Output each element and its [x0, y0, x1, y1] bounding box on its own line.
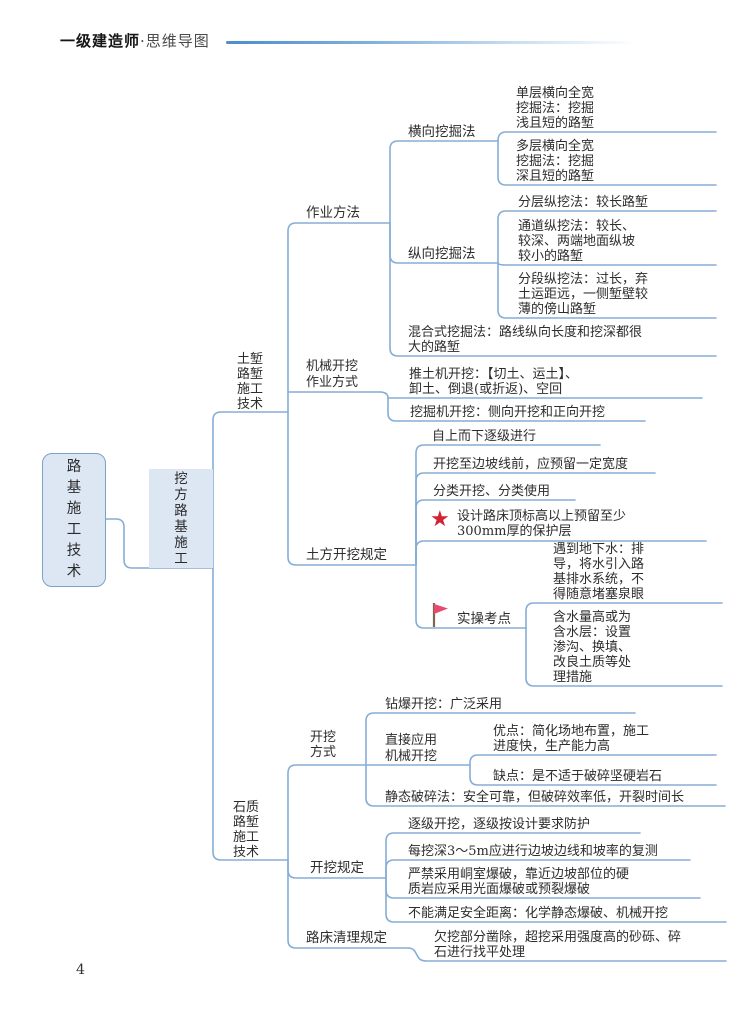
node-bulldozer-excavation: 推土机开挖：【切土、运土】、 卸土、倒退(或折返)、空回: [409, 367, 579, 397]
node-excavation-roadbed: 挖方路基施工: [149, 469, 213, 568]
header-brand: 一级建造师: [60, 32, 141, 50]
node-transverse-method: 横向挖掘法: [408, 124, 476, 140]
node-classified-rule: 分类开挖、分类使用: [433, 484, 551, 499]
node-groundwater-rule: 遇到地下水：排 导，将水引入路 基排水系统，不 得随意堵塞泉眼: [553, 542, 645, 602]
node-work-methods: 作业方法: [306, 205, 360, 221]
mindmap-branches: [103, 131, 727, 962]
node-static-crushing: 静态破碎法：安全可靠，但破碎效率低，开裂时间长: [385, 790, 685, 805]
node-reserve-width-rule: 开挖至边坡线前，应预留一定宽度: [433, 457, 629, 472]
node-retest-rule: 每挖深3～5m应进行边坡边线和坡率的复测: [408, 844, 658, 859]
node-longitudinal-method: 纵向挖掘法: [408, 246, 476, 262]
node-channel-longitudinal: 通道纵挖法：较长、 较深、两端地面纵坡 较小的路堑: [518, 219, 636, 264]
root-node: 路基施工技术: [42, 453, 106, 587]
node-segmented-longitudinal: 分段纵挖法：过长，弃 土运距远，一侧堑壁较 薄的傍山路堑: [518, 272, 649, 317]
root-node-label: 路基施工技术: [66, 459, 82, 580]
node-high-water-rule: 含水量高或为 含水层：设置 渗沟、换填、 改良土质等处 理措施: [553, 610, 632, 685]
node-safe-distance-rule: 不能满足安全距离：化学静态爆破、机械开挖: [408, 906, 669, 921]
node-direct-machine: 直接应用机械开挖: [385, 733, 438, 764]
node-multi-layer-transverse: 多层横向全宽 挖掘法：挖掘 深且短的路堑: [516, 139, 595, 184]
node-stepwise-rule: 逐级开挖，逐级按设计要求防护: [408, 817, 591, 832]
node-rock-excavation-rules: 开挖规定: [310, 860, 364, 876]
page-number: 4: [76, 962, 85, 978]
node-machine-excavation-mode: 机械开挖作业方式: [306, 359, 359, 390]
node-excavator-excavation: 挖掘机开挖：侧向开挖和正向开挖: [410, 405, 606, 420]
node-top-down-rule: 自上而下逐级进行: [432, 429, 537, 444]
node-single-layer-transverse: 单层横向全宽 挖掘法：挖掘 浅且短的路堑: [516, 86, 595, 131]
node-earthwork-rules: 土方开挖规定: [306, 547, 387, 563]
node-soil-cutting: 土堑路堑施工技术: [237, 352, 264, 412]
page-header: 一级建造师·思维导图: [60, 30, 210, 51]
node-blasting-ban-rule: 严禁采用峒室爆破，靠近边坡部位的硬 质岩应采用光面爆破或预裂爆破: [408, 867, 630, 897]
node-drill-blast: 钻爆开挖：广泛采用: [385, 697, 503, 712]
node-layered-longitudinal: 分层纵挖法：较长路堑: [518, 195, 649, 210]
star-icon: ★: [430, 507, 450, 532]
header-subtitle: ·思维导图: [140, 32, 210, 50]
node-rock-cutting: 石质路堑施工技术: [233, 800, 260, 860]
node-mixed-method: 混合式挖掘法：路线纵向长度和挖深都很 大的路堑: [408, 325, 643, 355]
node-roadbed-cleanup: 路床清理规定: [306, 930, 387, 946]
node-protective-layer-rule: 设计路床顶标高以上预留至少 300mm厚的保护层: [457, 509, 627, 539]
node-excavation-modes: 开挖方式: [310, 730, 337, 760]
node-practical-point: 实操考点: [457, 611, 511, 627]
flag-icon: [430, 601, 450, 629]
node-direct-machine-cons: 缺点：是不适于破碎坚硬岩石: [493, 769, 663, 784]
node-excavation-roadbed-label: 挖方路基施工: [174, 470, 188, 567]
node-direct-machine-pros: 优点：简化场地布置，施工 进度快，生产能力高: [493, 724, 650, 754]
node-leveling-rule: 欠挖部分凿除，超挖采用强度高的砂砾、碎 石进行找平处理: [434, 930, 682, 960]
header-divider-line: [226, 41, 638, 44]
